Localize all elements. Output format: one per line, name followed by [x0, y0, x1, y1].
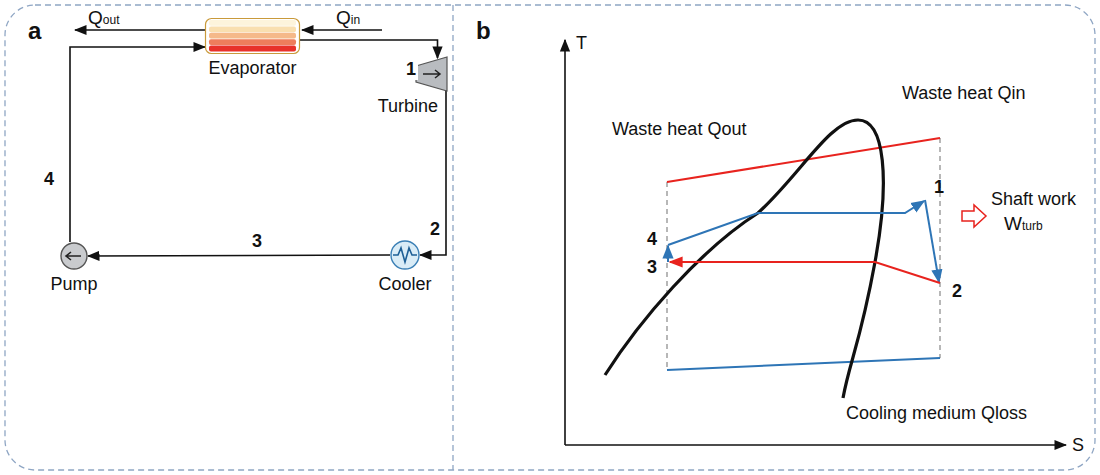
flow-arrow	[66, 252, 81, 260]
heat-symbol: Qin	[336, 8, 360, 29]
cooling-medium-label: Cooling medium Qloss	[846, 404, 1027, 424]
work-symbol: Wturb	[1004, 214, 1043, 235]
exchanger-plate	[209, 20, 296, 26]
panel-frame	[5, 5, 1095, 470]
turbine-node: Turbine	[415, 56, 448, 92]
evaporator-node: Evaporator	[205, 18, 300, 54]
cooler-node: Cooler	[390, 240, 420, 270]
flow-arrow	[423, 70, 440, 78]
axis-label: S	[1072, 436, 1084, 456]
heat-in-arrow	[302, 29, 382, 31]
exchanger-plate	[209, 33, 296, 39]
cycle-heating	[667, 246, 669, 262]
component-name: Pump	[50, 274, 97, 295]
exchanger-plate	[209, 26, 296, 32]
component-name: Cooler	[378, 274, 431, 295]
evaporator-icon	[205, 18, 300, 54]
exchanger-plate	[209, 39, 296, 45]
axis-label: T	[576, 34, 587, 54]
heat-source-label: Waste heat Qin	[902, 84, 1025, 104]
shaft-work-label: Shaft work	[991, 190, 1076, 210]
state-number: 3	[647, 258, 657, 278]
turbine-body	[416, 57, 447, 91]
cooler-icon	[390, 240, 420, 270]
s-axis	[565, 444, 1066, 446]
panel-divider	[452, 5, 453, 470]
state-number: 2	[428, 220, 442, 240]
panel-letter: a	[28, 18, 41, 44]
pipe-connector	[70, 47, 205, 242]
guide-line	[939, 138, 940, 358]
component-name: Evaporator	[208, 58, 296, 79]
state-number: 2	[952, 282, 962, 302]
state-number: 1	[404, 60, 418, 80]
component-name: Turbine	[378, 96, 438, 117]
pipe-connector	[300, 40, 438, 58]
t-axis	[564, 40, 566, 445]
panel-letter: b	[476, 18, 491, 44]
waste-heat-line	[667, 138, 940, 182]
cycle-expansion	[925, 200, 939, 282]
shaft-work-arrow	[962, 205, 986, 227]
state-number: 1	[934, 178, 944, 198]
pump-node: Pump	[60, 242, 88, 270]
pump-icon	[60, 242, 88, 270]
state-number: 3	[250, 232, 264, 252]
guide-line	[666, 182, 667, 370]
saturation-dome	[605, 120, 883, 398]
cycle-cooling	[670, 262, 940, 283]
pipe-connector	[88, 255, 390, 256]
exchanger-shell	[206, 19, 300, 54]
heat-out-arrow	[75, 29, 205, 31]
exchanger-plate	[209, 46, 296, 52]
heat-symbol: Qout	[88, 8, 119, 29]
state-number: 4	[647, 230, 657, 250]
state-number: 4	[42, 170, 56, 190]
heat-source-label: Waste heat Qout	[612, 120, 746, 140]
cooler-shell	[391, 241, 419, 269]
cooling-coil	[393, 248, 417, 262]
turbine-icon	[415, 56, 448, 92]
cycle-heating	[668, 201, 924, 245]
pump-casing	[61, 243, 87, 269]
cooling-line	[667, 358, 940, 370]
